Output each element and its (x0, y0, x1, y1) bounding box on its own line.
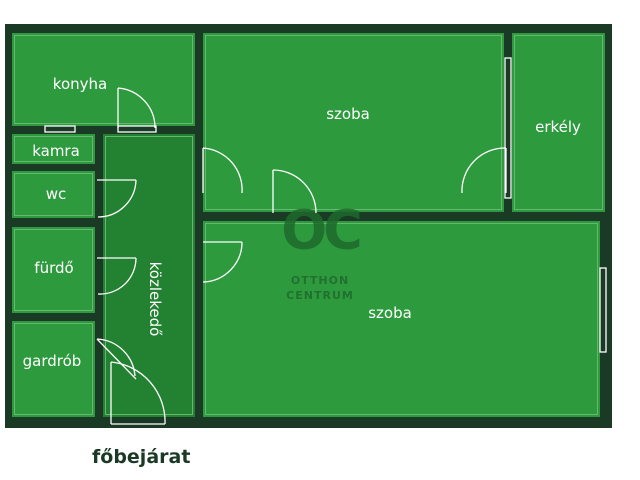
window-konyha-kamra (44, 125, 76, 133)
door-swing-furdo (97, 257, 137, 295)
door-swing-szoba-top-bottom (272, 169, 317, 214)
watermark-line2: CENTRUM (286, 289, 354, 302)
label-gardrob: gardrób (22, 352, 82, 370)
room-kamra (12, 134, 95, 164)
door-swing-konyha (117, 87, 156, 129)
label-wc: wc (45, 185, 67, 203)
room-konyha (12, 33, 195, 126)
label-konyha: konyha (52, 75, 108, 93)
watermark-logo-icon: OC (281, 198, 363, 262)
door-swing-erkely (461, 147, 507, 194)
entrance-label: főbejárat (92, 446, 191, 468)
room-erkely (512, 33, 605, 212)
door-swing-wc (97, 179, 137, 218)
label-kozlekedo: közlekedő (146, 261, 164, 337)
door-swing-szoba-bottom (202, 241, 243, 283)
label-szoba-top: szoba (326, 105, 370, 123)
label-szoba-bottom: szoba (368, 304, 412, 322)
opening-kitchen-hall (117, 125, 157, 133)
room-gardrob (12, 321, 95, 417)
window-erkely (504, 57, 512, 199)
room-wc (12, 171, 95, 218)
label-furdo: fürdő (34, 259, 74, 277)
watermark-text: OTTHON CENTRUM (286, 273, 354, 303)
room-furdo (12, 227, 95, 313)
label-kamra: kamra (32, 142, 80, 160)
door-gardrob (96, 338, 137, 380)
room-szoba-bottom (203, 221, 600, 417)
window-szoba-bottom (599, 267, 607, 353)
door-swing-main-entrance (110, 361, 166, 425)
room-szoba-top (203, 33, 504, 212)
room-kozlekedo (103, 134, 195, 417)
watermark-line1: OTTHON (290, 274, 350, 287)
door-swing-szoba-top-hall (202, 147, 243, 194)
label-erkely: erkély (535, 118, 581, 136)
